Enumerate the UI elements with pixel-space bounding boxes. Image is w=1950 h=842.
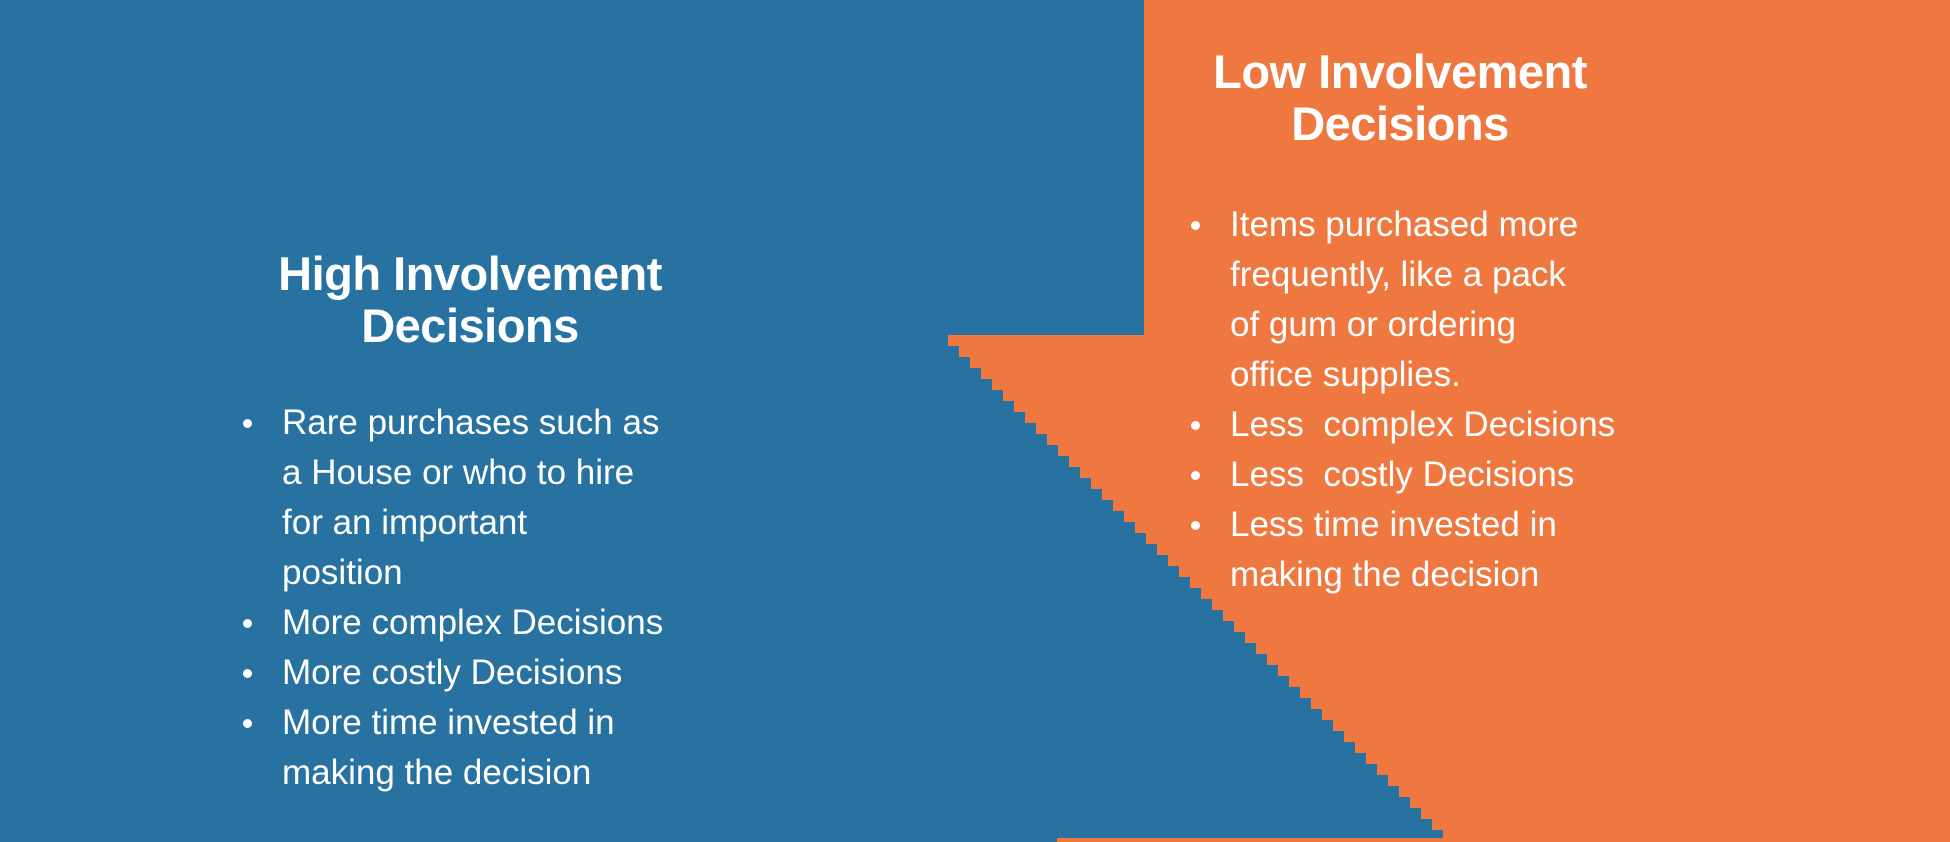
low-involvement-title: Low Involvement Decisions xyxy=(1213,45,1587,150)
bullet-text: Items purchased more frequently, like a … xyxy=(1230,205,1579,394)
list-item: Less complex Decisions xyxy=(1185,400,1835,450)
list-item: Less time invested in making the decisio… xyxy=(1185,500,1835,600)
list-item: More complex Decisions xyxy=(237,598,867,648)
bullet-text: More costly Decisions xyxy=(282,653,623,692)
list-item: Rare purchases such as a House or who to… xyxy=(237,398,867,598)
high-involvement-title: High Involvement Decisions xyxy=(278,247,662,352)
bullet-dot-icon xyxy=(243,719,252,728)
bullet-dot-icon xyxy=(1191,421,1200,430)
bullet-text: Rare purchases such as a House or who to… xyxy=(282,403,660,592)
bullet-dot-icon xyxy=(1191,221,1200,230)
bullet-dot-icon xyxy=(1191,471,1200,480)
bullet-text: More complex Decisions xyxy=(282,603,664,642)
bullet-text: Less costly Decisions xyxy=(1230,455,1575,494)
bullet-dot-icon xyxy=(1191,521,1200,530)
list-item: More costly Decisions xyxy=(237,648,867,698)
low-involvement-arrow-shape xyxy=(937,0,1950,842)
bullet-text: Less complex Decisions xyxy=(1230,405,1616,444)
list-item: Less costly Decisions xyxy=(1185,450,1835,500)
bottom-orange-strip xyxy=(1057,838,1950,842)
bullet-dot-icon xyxy=(243,619,252,628)
list-item: More time invested in making the decisio… xyxy=(237,698,867,798)
bullet-dot-icon xyxy=(243,419,252,428)
high-involvement-bullet-list: Rare purchases such as a House or who to… xyxy=(237,398,867,798)
bullet-text: Less time invested in making the decisio… xyxy=(1230,505,1557,594)
bullet-dot-icon xyxy=(243,669,252,678)
low-involvement-bullet-list: Items purchased more frequently, like a … xyxy=(1185,200,1835,600)
list-item: Items purchased more frequently, like a … xyxy=(1185,200,1835,400)
bullet-text: More time invested in making the decisio… xyxy=(282,703,615,792)
